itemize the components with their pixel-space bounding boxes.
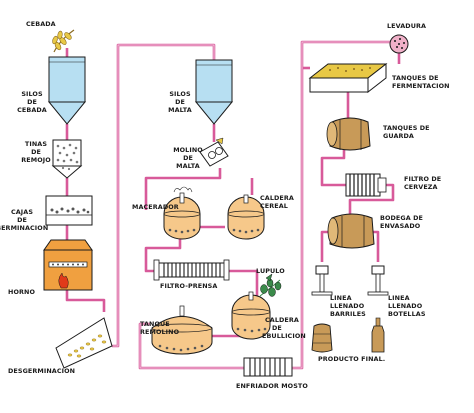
label-molino-3: MALTA: [176, 162, 200, 170]
label-producto-final: PRODUCTO FINAL.: [318, 355, 385, 363]
label-linea-barriles-1: LINEA: [330, 294, 352, 302]
label-guarda-2: GUARDA: [383, 132, 414, 140]
barley-silo: [47, 56, 87, 125]
label-levadura: LEVADURA: [387, 22, 426, 30]
label-tanque-remolino-2: REMOLINO: [140, 328, 180, 336]
label-filtro-prensa: FILTRO-PRENSA: [160, 282, 217, 290]
label-linea-botellas-1: LINEA: [388, 294, 410, 302]
label-lupulo: LUPULO: [256, 267, 285, 275]
label-guarda-1: TANQUES DE: [383, 124, 430, 132]
label-cajas-2: DE: [17, 216, 27, 224]
label-tinas-3: REMOJO: [21, 156, 51, 164]
keg-icon: [311, 323, 333, 353]
barley-grain-icon: [52, 29, 75, 53]
label-bodega-2: ENVASADO: [380, 222, 421, 230]
label-bodega-1: BODEGA DE: [380, 214, 423, 222]
label-fermentacion-2: FERMENTACION: [392, 82, 450, 90]
label-silos-cebada-3: CEBADA: [17, 106, 47, 114]
label-linea-botellas-2: LLENADO: [388, 302, 423, 310]
label-desgerminacion: DESGERMINACION: [8, 367, 75, 375]
label-silos-cebada-2: DE: [27, 98, 37, 106]
mash-tun: [163, 186, 201, 240]
label-filtro-cerveza-2: CERVEZA: [404, 183, 438, 191]
steeping-tank: [51, 139, 83, 179]
label-caldera-cereal-2: CEREAL: [260, 202, 288, 210]
germination-box: [45, 195, 93, 226]
label-linea-barriles-2: LLENADO: [330, 302, 365, 310]
bottling-tank-barrel: [327, 213, 375, 249]
bottle-icon: [371, 317, 385, 353]
label-silos-malta-3: MALTA: [168, 106, 192, 114]
label-tinas-2: DE: [31, 148, 41, 156]
beer-filter: [345, 173, 387, 197]
storage-barrel: [326, 117, 371, 151]
label-caldera-ebullicion-1: CALDERA: [265, 316, 299, 324]
label-cajas-1: CAJAS: [11, 208, 33, 216]
label-caldera-ebullicion-3: EBULLICION: [262, 332, 306, 340]
label-fermentacion-1: TANQUES DE: [392, 74, 439, 82]
label-cajas-3: GERMINACION: [0, 224, 48, 232]
kiln-oven: [43, 239, 93, 291]
label-filtro-cerveza-1: FILTRO DE: [404, 175, 441, 183]
label-enfriador-mosto: ENFRIADOR MOSTO: [236, 382, 308, 390]
label-silos-malta-1: SILOS: [169, 90, 191, 98]
label-horno: HORNO: [8, 288, 35, 296]
yeast-culture-icon: [389, 34, 409, 54]
boil-kettle: [231, 291, 271, 340]
label-molino-2: DE: [183, 154, 193, 162]
hops-icon: [259, 273, 282, 297]
cereal-cooker: [227, 194, 265, 240]
flame-icon: [58, 272, 69, 289]
label-tanque-remolino-1: TANQUE: [140, 320, 170, 328]
label-silos-malta-2: DE: [175, 98, 185, 106]
keg-filling-line: [311, 265, 333, 353]
label-silos-cebada-1: SILOS: [21, 90, 43, 98]
filter-press: [153, 259, 230, 281]
whirlpool-tank: [151, 305, 213, 355]
pipe-highlights: [112, 41, 395, 369]
label-linea-barriles-3: BARRILES: [330, 310, 366, 318]
label-tinas-1: TINAS: [25, 140, 47, 148]
fermentation-tank: [308, 62, 388, 94]
label-linea-botellas-3: BOTELLAS: [388, 310, 426, 318]
label-cebada: CEBADA: [26, 20, 56, 28]
bottle-filling-line: [367, 265, 389, 353]
degermination-drum: [55, 317, 113, 369]
malt-mill: [199, 137, 229, 167]
malt-silo: [194, 59, 234, 125]
label-caldera-ebullicion-2: DE: [272, 324, 282, 332]
wort-cooler: [243, 357, 293, 377]
label-molino-1: MOLINO: [173, 146, 203, 154]
label-caldera-cereal-1: CALDERA: [260, 194, 294, 202]
label-macerador: MACERADOR: [132, 203, 179, 211]
labels: CEBADA SILOS DE CEBADA TINAS DE REMOJO C…: [0, 20, 450, 390]
